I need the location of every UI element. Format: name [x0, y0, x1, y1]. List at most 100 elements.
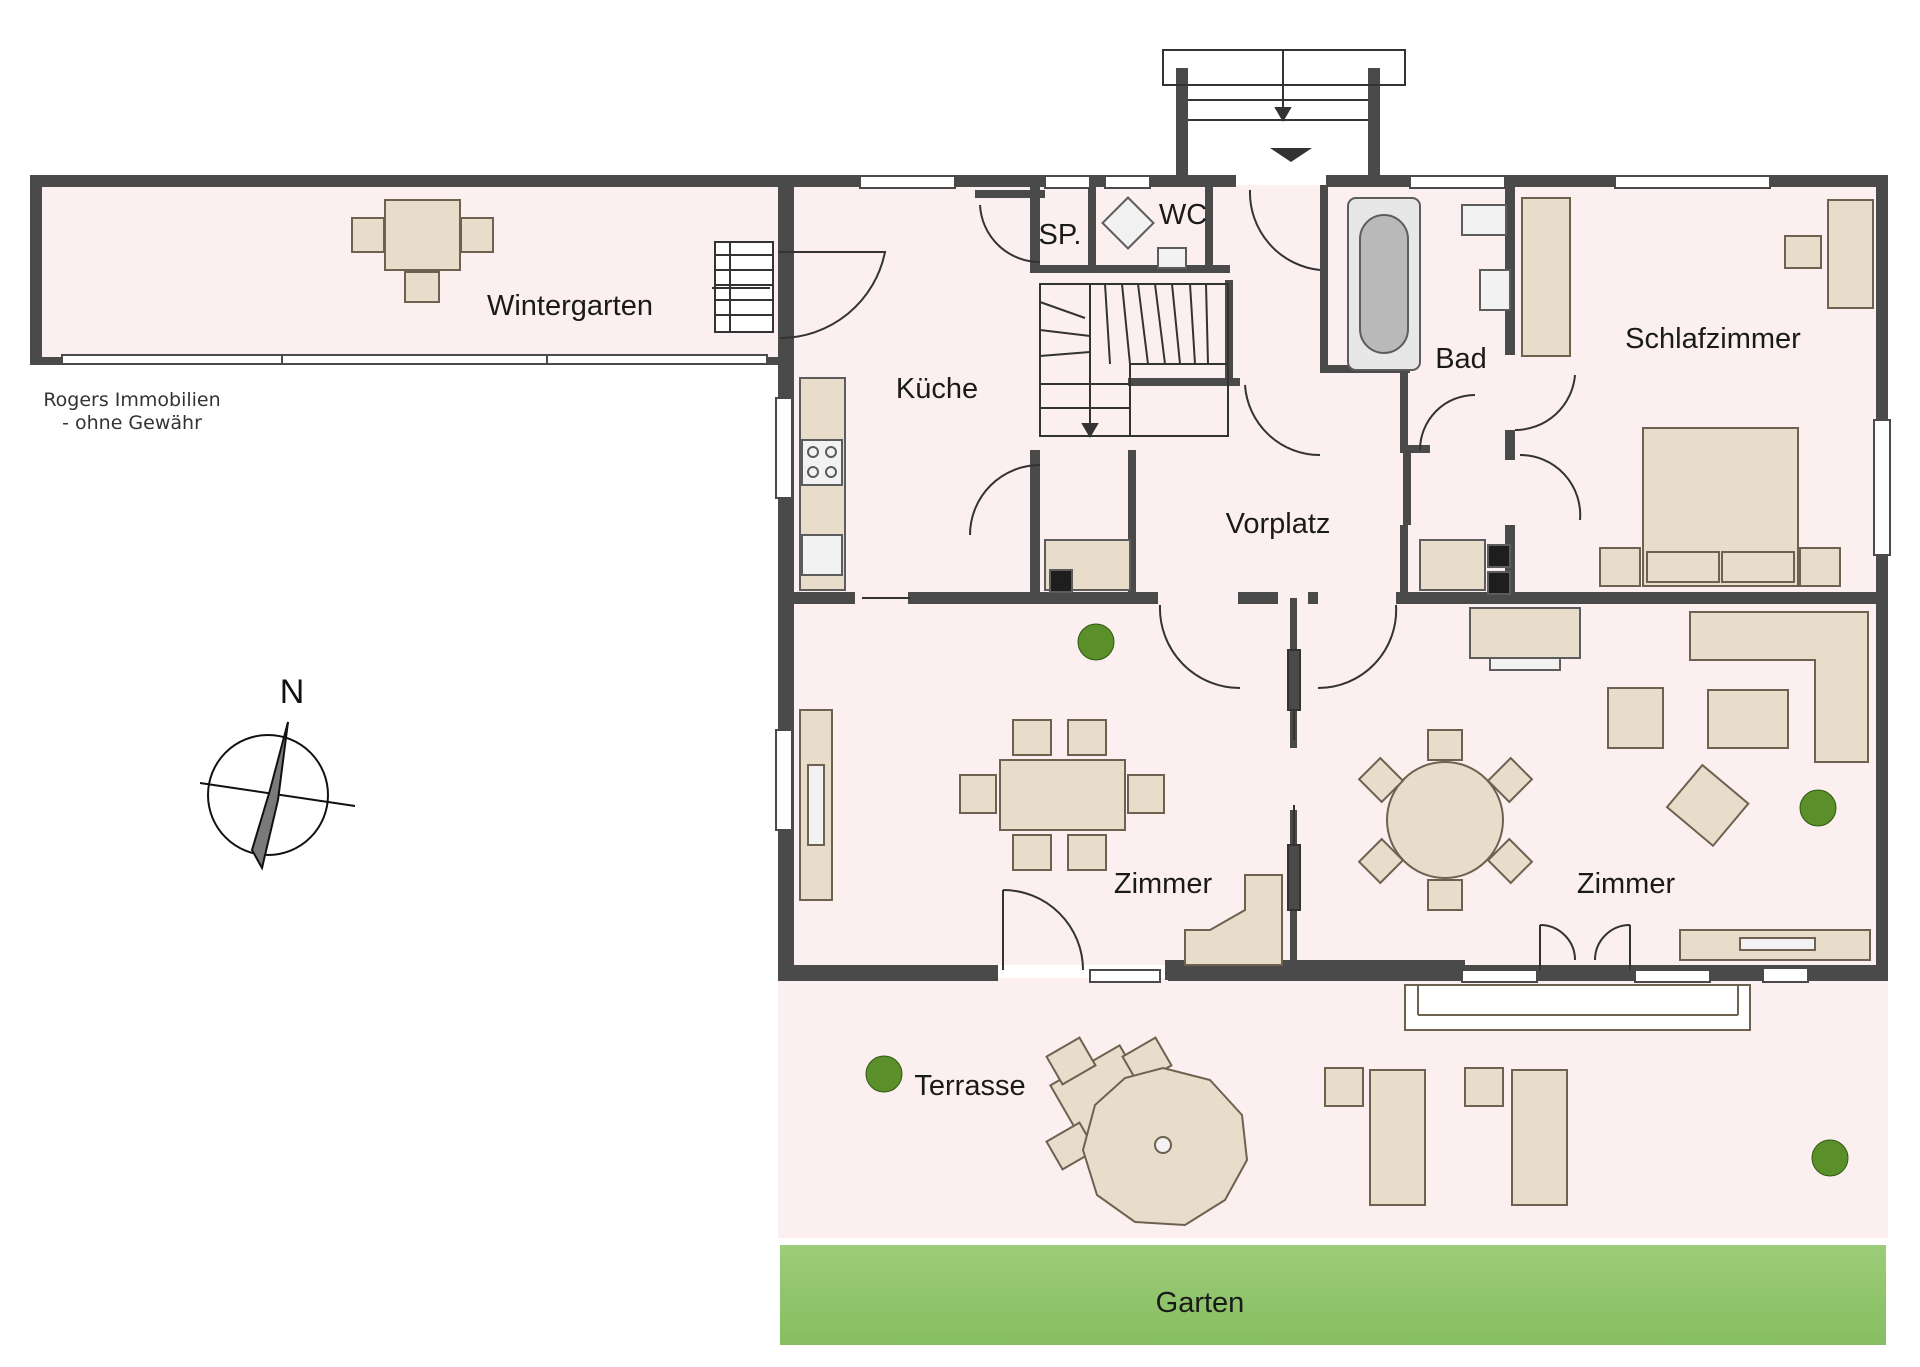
door-swing [778, 251, 887, 340]
compass-needle [250, 721, 289, 871]
entry-marker [1270, 148, 1312, 162]
fireplace [1469, 607, 1581, 659]
chair [1427, 879, 1463, 911]
wall-segment [1030, 265, 1230, 273]
stair-tread [1039, 301, 1086, 319]
wall-segment [1400, 525, 1408, 595]
door-swing [979, 204, 1041, 264]
chair [1067, 719, 1107, 756]
corner-cabinet [1184, 874, 1283, 966]
wardrobe [1521, 197, 1571, 357]
washbasin [1461, 204, 1507, 236]
door-swing [1419, 394, 1476, 451]
wall-segment [1396, 592, 1888, 604]
label-bad: Bad [1435, 343, 1487, 375]
door-swing [1248, 189, 1321, 271]
wc-basin [1157, 247, 1187, 269]
tv [1739, 937, 1816, 951]
label-terrasse: Terrasse [914, 1070, 1025, 1102]
window [1762, 967, 1809, 983]
label-garten: Garten [1156, 1287, 1245, 1319]
wall-segment [1308, 592, 1318, 604]
wall-segment [30, 175, 790, 187]
corner-sofa [1689, 611, 1869, 763]
label-vorplatz: Vorplatz [1226, 508, 1331, 540]
wall-segment [1205, 185, 1213, 270]
flue [1487, 544, 1511, 568]
label-schlafzimmer: Schlafzimmer [1625, 323, 1801, 355]
label-zimmer-ost: Zimmer [1577, 868, 1676, 900]
room-labels: Wintergarten Küche SP. WC Bad Schlafzimm… [487, 199, 1801, 1319]
chair [1486, 756, 1534, 804]
wall-segment [1128, 378, 1240, 386]
wc-toilet [1101, 196, 1155, 250]
pillow [1646, 551, 1720, 583]
stair-tread [1189, 283, 1196, 365]
sliding-door-leaf [1287, 844, 1301, 911]
stool [1784, 235, 1822, 269]
tv [807, 764, 825, 846]
window [775, 729, 793, 831]
dining-table [999, 759, 1126, 831]
bathtub-basin [1359, 214, 1409, 354]
stair-tread [1039, 329, 1091, 337]
door-swing [1244, 384, 1321, 457]
window [61, 354, 283, 365]
windows [61, 175, 1891, 983]
burner [825, 446, 837, 458]
wall-segment [1295, 960, 1465, 980]
fixtures [799, 196, 1581, 671]
chair [959, 774, 997, 814]
chair [1045, 1036, 1097, 1086]
nightstand [1599, 547, 1641, 587]
wall-segment [30, 175, 42, 365]
wall-segment [1088, 185, 1096, 270]
entrance-floor [1180, 60, 1380, 185]
window [1044, 175, 1091, 189]
wall-segment [778, 965, 998, 981]
plant-icon [1799, 789, 1837, 827]
chair [1357, 756, 1405, 804]
window [281, 354, 548, 365]
garten-area [780, 1245, 1886, 1345]
sliding-door-leaf [1287, 649, 1301, 711]
window [1461, 969, 1538, 983]
wall-segment [1505, 430, 1515, 460]
wall-segment [1030, 450, 1040, 595]
wall-segment [1876, 175, 1888, 980]
chair [351, 217, 385, 253]
wintergarten-stairs [712, 241, 774, 333]
chimney [1419, 539, 1486, 591]
stair-tread [1205, 283, 1209, 365]
door-swing [1158, 604, 1241, 689]
terrace-step [1404, 984, 1751, 1031]
window [546, 354, 768, 365]
stair-tread [1154, 283, 1166, 365]
disclaimer-line-2: - ohne Gewähr [62, 412, 202, 434]
doors [778, 189, 1631, 971]
entrance-arrowhead [1274, 107, 1292, 122]
burner [807, 446, 819, 458]
wall-segment [1128, 450, 1136, 595]
label-zimmer-west: Zimmer [1114, 868, 1213, 900]
toilet [1479, 269, 1511, 311]
furniture [351, 197, 1874, 1227]
window [775, 397, 793, 499]
window [859, 175, 956, 189]
entrance-steps [1162, 49, 1406, 162]
wall-segment [1400, 365, 1408, 445]
flue [1049, 569, 1073, 593]
label-wc: WC [1159, 199, 1207, 231]
wall-segment [1030, 185, 1040, 270]
wall-segment [908, 592, 1158, 604]
stair-tread [1121, 283, 1131, 365]
stair-tread [1039, 351, 1091, 357]
coffee-table [1707, 689, 1789, 749]
cooktop [801, 439, 843, 486]
sunlounger [1369, 1069, 1426, 1206]
window [1873, 419, 1891, 556]
window [1089, 969, 1161, 983]
armchair [1607, 687, 1664, 749]
wall-segment [1238, 592, 1278, 604]
